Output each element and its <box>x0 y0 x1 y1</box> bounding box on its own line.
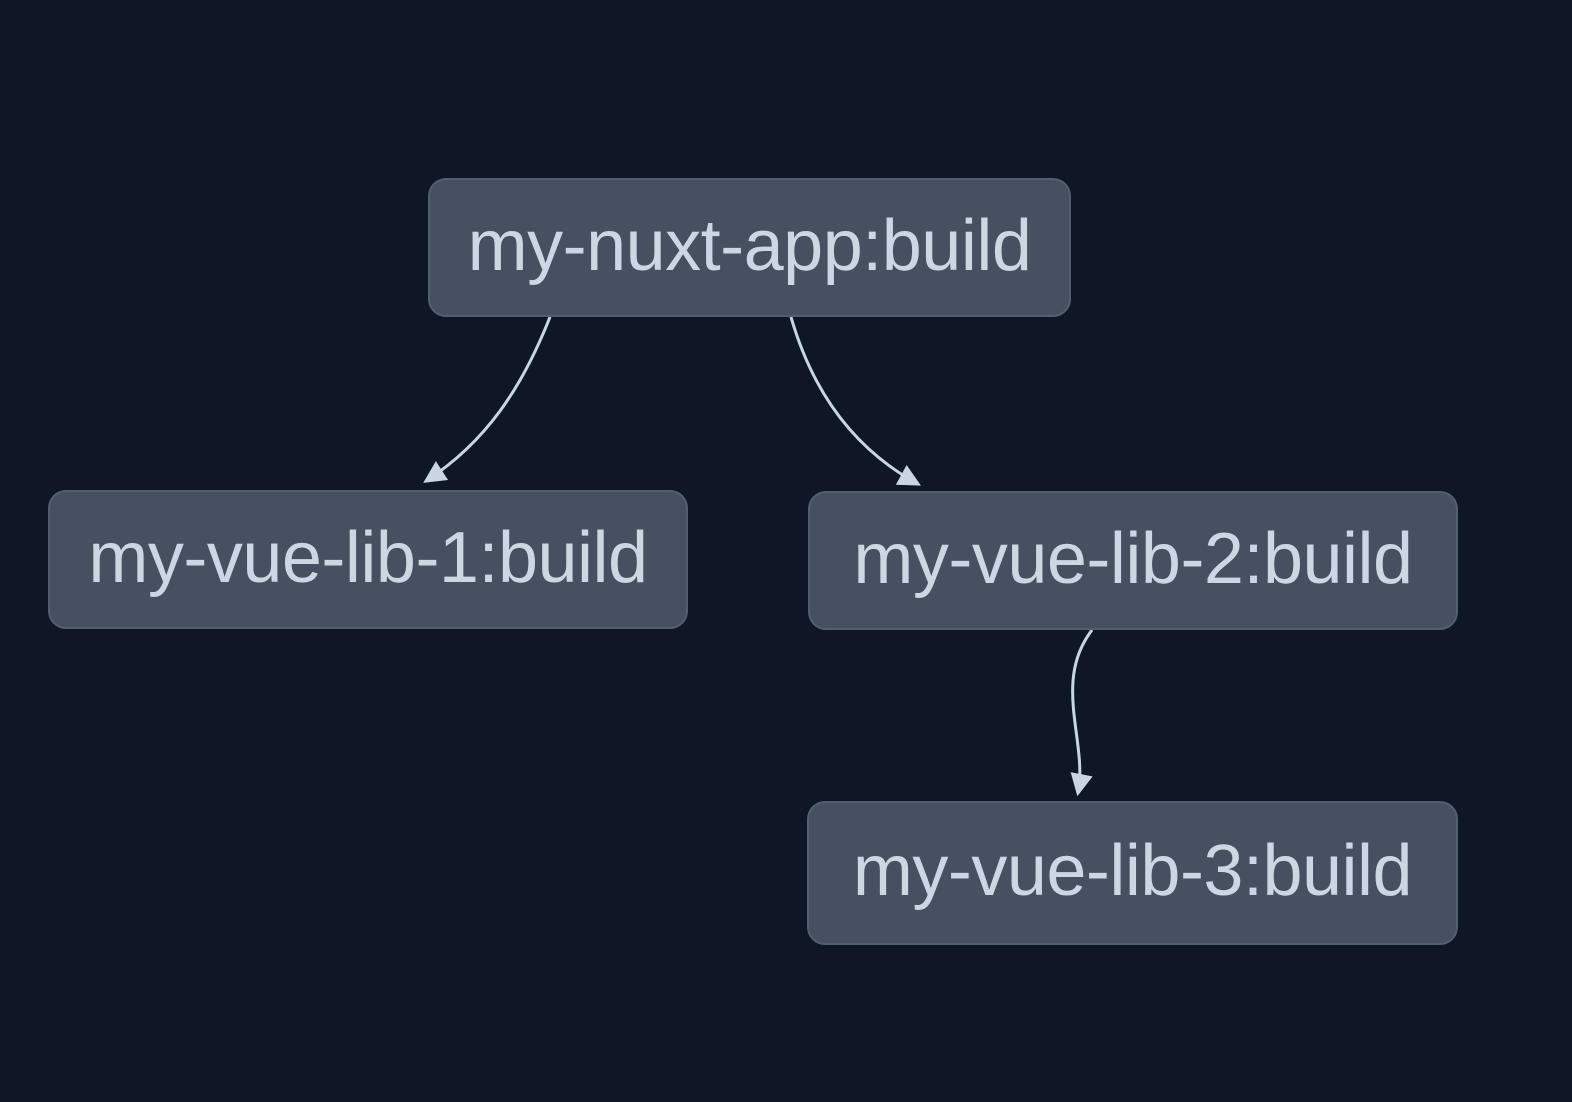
edge-my-vue-lib-2-build-to-my-vue-lib-3-build <box>1070 629 1094 797</box>
task-node-label: my-vue-lib-2:build <box>853 518 1413 599</box>
edge-my-nuxt-app-build-to-my-vue-lib-1-build <box>423 316 552 483</box>
edge-my-nuxt-app-build-to-my-vue-lib-2-build <box>789 316 921 486</box>
task-node-my-nuxt-app-build[interactable]: my-nuxt-app:build <box>428 178 1071 317</box>
task-node-my-vue-lib-2-build[interactable]: my-vue-lib-2:build <box>808 491 1458 630</box>
task-node-label: my-nuxt-app:build <box>467 205 1032 286</box>
task-node-my-vue-lib-3-build[interactable]: my-vue-lib-3:build <box>807 801 1458 945</box>
task-node-label: my-vue-lib-1:build <box>88 517 648 598</box>
task-node-my-vue-lib-1-build[interactable]: my-vue-lib-1:build <box>48 490 688 629</box>
edge-group <box>423 316 1094 797</box>
task-node-label: my-vue-lib-3:build <box>852 831 1413 911</box>
